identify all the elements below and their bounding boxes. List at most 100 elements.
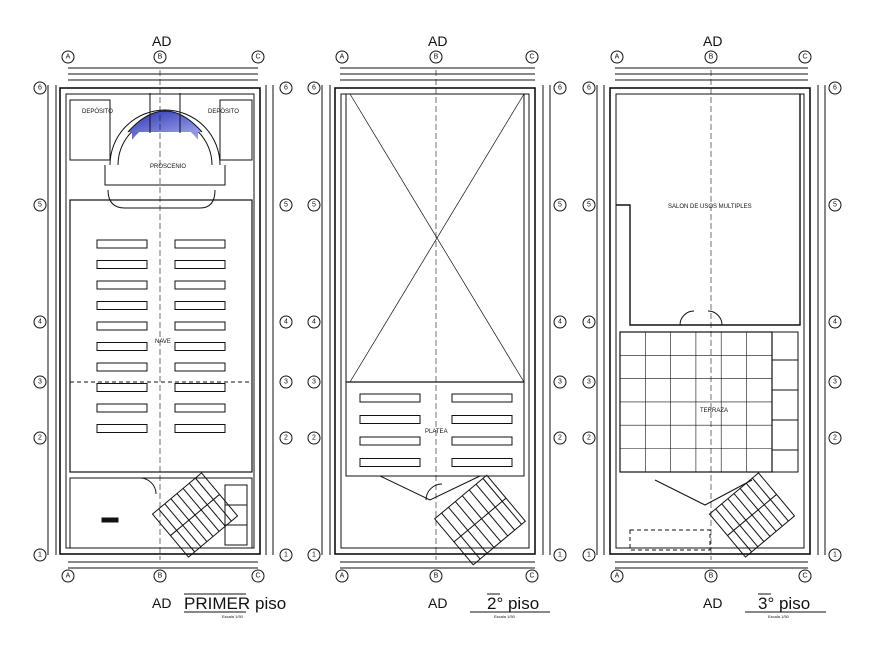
axis-bubble-row: 6 [553, 81, 567, 95]
pew-left [96, 239, 148, 249]
axis-bubble-column: A [610, 50, 624, 64]
axis-bubble-column: A [335, 569, 349, 583]
svg-text:A: A [66, 573, 71, 580]
axis-bubble-row: 4 [582, 315, 596, 329]
svg-text:A: A [66, 54, 71, 61]
svg-text:4: 4 [587, 319, 591, 326]
plan-scale-tercero: Escala 1/50 [768, 614, 790, 619]
svg-text:1: 1 [284, 552, 288, 559]
platea-pews [359, 393, 513, 467]
section-mark-bottom-2: AD [428, 595, 447, 611]
pew-left [96, 301, 148, 310]
axis-bubble-row: 1 [33, 548, 47, 562]
pew-right [174, 362, 226, 372]
svg-text:3: 3 [587, 379, 591, 386]
svg-text:A: A [340, 573, 345, 580]
pew-left [96, 321, 148, 331]
section-mark-bottom-1: AD [152, 595, 171, 611]
axis-bubble-row: 5 [279, 198, 293, 212]
svg-text:1: 1 [312, 552, 316, 559]
axis-bubble-row: 5 [553, 198, 567, 212]
svg-text:4: 4 [558, 319, 562, 326]
svg-text:3: 3 [558, 379, 562, 386]
axis-bubble-column: B [429, 569, 443, 583]
plan-title-segundo: 2° piso [487, 594, 539, 613]
axis-bubble-row: 5 [33, 198, 47, 212]
axis-bubble-row: 1 [582, 548, 596, 562]
axis-bubble-row: 6 [828, 81, 842, 95]
pew-left [359, 393, 421, 403]
axis-bubble-row: 2 [553, 431, 567, 445]
svg-text:4: 4 [312, 319, 316, 326]
pew-right [451, 415, 513, 424]
axis-bubble-column: B [153, 569, 167, 583]
plan-title-primer-suffix: piso [255, 594, 286, 613]
svg-text:2: 2 [38, 435, 42, 442]
axis-bubble-row: 4 [33, 315, 47, 329]
room-label-terraza: TERRAZA [700, 408, 728, 414]
axis-bubble-row: 3 [307, 375, 321, 389]
svg-text:6: 6 [558, 85, 562, 92]
axis-bubble-column: C [525, 50, 539, 64]
axis-bubble-column: C [798, 50, 812, 64]
svg-text:5: 5 [284, 202, 288, 209]
svg-text:5: 5 [558, 202, 562, 209]
pew-right [174, 239, 226, 249]
axis-bubble-row: 4 [279, 315, 293, 329]
svg-text:B: B [709, 573, 714, 580]
svg-text:4: 4 [833, 319, 837, 326]
pew-left [96, 260, 148, 269]
room-label-nave: NAVE [155, 339, 171, 345]
svg-text:3: 3 [38, 379, 42, 386]
svg-text:2: 2 [284, 435, 288, 442]
nave-pews [96, 239, 226, 433]
svg-text:A: A [615, 54, 620, 61]
section-mark-top-3: AD [703, 33, 722, 49]
axis-bubble-row: 4 [828, 315, 842, 329]
plan-scale-primer: Escala 1/50 [222, 614, 244, 619]
section-mark-top-1: AD [152, 33, 171, 49]
pew-left [359, 415, 421, 424]
axis-bubble-row: 3 [279, 375, 293, 389]
axis-bubble-column: C [798, 569, 812, 583]
axis-bubble-row: 6 [582, 81, 596, 95]
pew-left [96, 424, 148, 433]
axis-bubble-row: 5 [307, 198, 321, 212]
svg-text:C: C [255, 54, 260, 61]
axis-bubble-column: A [61, 50, 75, 64]
svg-text:2: 2 [312, 435, 316, 442]
svg-text:3: 3 [312, 379, 316, 386]
axis-bubble-row: 2 [279, 431, 293, 445]
axis-bubble-column: C [251, 50, 265, 64]
pew-left [96, 403, 148, 413]
axis-bubble-column: C [525, 569, 539, 583]
svg-text:C: C [529, 54, 534, 61]
axis-bubble-row: 3 [33, 375, 47, 389]
svg-text:4: 4 [284, 319, 288, 326]
svg-text:C: C [802, 54, 807, 61]
svg-text:6: 6 [312, 85, 316, 92]
svg-text:C: C [802, 573, 807, 580]
pew-right [174, 260, 226, 269]
svg-text:3: 3 [284, 379, 288, 386]
axis-bubble-row: 1 [307, 548, 321, 562]
axis-bubble-column: B [153, 50, 167, 64]
pew-right [174, 280, 226, 290]
svg-text:3: 3 [833, 379, 837, 386]
plan-tercer-piso [596, 67, 826, 569]
svg-text:1: 1 [38, 552, 42, 559]
axis-bubble-row: 4 [553, 315, 567, 329]
svg-text:6: 6 [587, 85, 591, 92]
axis-bubble-row: 3 [828, 375, 842, 389]
plan-primer-piso [47, 67, 274, 569]
pew-right [174, 301, 226, 310]
pew-right [174, 383, 226, 392]
room-label-salon: SALON DE USOS MULTIPLES [668, 204, 752, 210]
svg-text:5: 5 [587, 202, 591, 209]
axis-bubble-row: 2 [33, 431, 47, 445]
pew-left [359, 458, 421, 467]
svg-text:2: 2 [833, 435, 837, 442]
